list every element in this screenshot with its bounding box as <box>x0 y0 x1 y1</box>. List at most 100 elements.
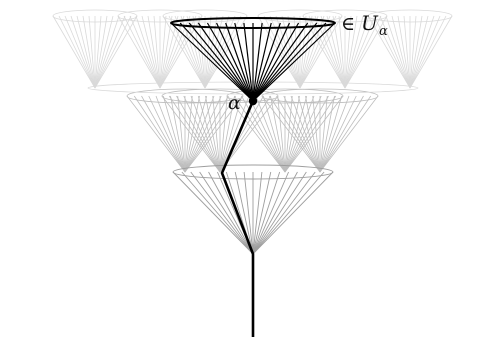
fan-ray <box>252 171 334 255</box>
fan-ray <box>219 95 235 173</box>
fan-ray <box>216 22 254 102</box>
top-fan <box>52 9 138 89</box>
fan-ray <box>184 95 193 173</box>
fan-rim <box>367 9 453 23</box>
alpha-node-dot <box>248 96 258 106</box>
fan-ray <box>252 22 300 102</box>
fan-ray <box>248 95 286 173</box>
fan-ray <box>234 22 254 102</box>
fan-rim <box>172 164 334 180</box>
fan-ray <box>284 95 315 173</box>
fan-ray <box>70 15 96 89</box>
fan-ray <box>391 15 411 89</box>
fan-ray <box>252 22 272 102</box>
fan-ray <box>168 15 206 89</box>
fan-rim <box>226 88 344 104</box>
fan-rim <box>170 17 336 29</box>
fan-ray <box>206 22 254 102</box>
fan-ray <box>153 15 161 89</box>
fan-ray <box>159 15 167 89</box>
fan-ray <box>226 95 286 173</box>
fan-ray <box>219 95 250 173</box>
faded-fan-layer <box>52 9 453 89</box>
fan-ray <box>312 95 321 173</box>
fan-ray <box>252 22 318 102</box>
fan-ray <box>219 95 243 173</box>
fan-ray <box>117 15 161 89</box>
fan-ray <box>319 95 328 173</box>
fan-ray <box>184 95 244 173</box>
fan-ray <box>284 95 293 173</box>
fan-ray <box>184 95 215 173</box>
highlighted-branch-path <box>220 100 255 337</box>
fan-ray <box>197 22 254 102</box>
fan-ray <box>162 15 206 89</box>
fan-ray <box>283 95 321 173</box>
fan-ray <box>252 171 272 255</box>
fan-ray <box>184 95 229 173</box>
fan-ray <box>123 15 161 89</box>
fan-ray <box>305 95 321 173</box>
fan-ray <box>403 15 411 89</box>
fan-ray <box>208 171 254 255</box>
fan-ray <box>52 15 96 89</box>
fan-ray <box>197 95 221 173</box>
fan-ray <box>344 15 358 89</box>
fan-ray <box>170 22 254 102</box>
fan-ray <box>148 95 186 173</box>
fan-ray <box>276 95 321 173</box>
fan-ray <box>159 15 185 89</box>
fan-ray <box>252 22 336 102</box>
fan-ray <box>252 22 263 102</box>
fan-rim <box>261 88 379 104</box>
fan-ray <box>243 171 254 255</box>
fan-ray <box>409 15 423 89</box>
middle-fan <box>261 88 379 173</box>
fan-ray <box>284 95 308 173</box>
fan-ray <box>172 171 254 255</box>
fan-ray <box>190 95 221 173</box>
fan-ray <box>270 95 286 173</box>
fan-ray <box>252 171 289 255</box>
fan-ray <box>94 15 108 89</box>
fan-ray <box>409 15 429 89</box>
fan-ray <box>82 15 96 89</box>
fan-ray <box>88 15 96 89</box>
fan-ray <box>284 95 344 173</box>
set-u-label: U <box>361 11 379 35</box>
fan-ray <box>184 95 222 173</box>
fan-ray <box>205 95 221 173</box>
fan-ray <box>261 95 321 173</box>
fan-ray <box>233 95 286 173</box>
fan-ray <box>344 15 376 89</box>
fan-ray <box>147 15 161 89</box>
fan-ray <box>277 95 286 173</box>
fan-ray <box>338 15 346 89</box>
node-alpha-label: α <box>228 92 241 114</box>
fan-ray <box>252 22 309 102</box>
fan-ray <box>141 95 186 173</box>
fan-ray <box>129 15 161 89</box>
fan-ray <box>319 95 335 173</box>
fan-ray <box>155 95 186 173</box>
fan-ray <box>212 95 221 173</box>
fan-ray <box>219 95 279 173</box>
fan-ray <box>94 15 102 89</box>
fan-ray <box>284 95 300 173</box>
fan-ray <box>252 171 263 255</box>
fan-ray <box>184 95 208 173</box>
set-u-subscript: α <box>379 24 388 39</box>
fan-ray <box>252 22 327 102</box>
fan-ray <box>308 15 346 89</box>
highlighted-branch <box>170 17 336 337</box>
fan-ray <box>344 15 364 89</box>
fan-ray <box>319 95 364 173</box>
fan-ray <box>299 15 307 89</box>
fan-ray <box>302 15 346 89</box>
fan-ray <box>367 15 411 89</box>
fan-ray <box>174 15 206 89</box>
fan-ray <box>255 95 286 173</box>
fan-ray <box>344 15 370 89</box>
